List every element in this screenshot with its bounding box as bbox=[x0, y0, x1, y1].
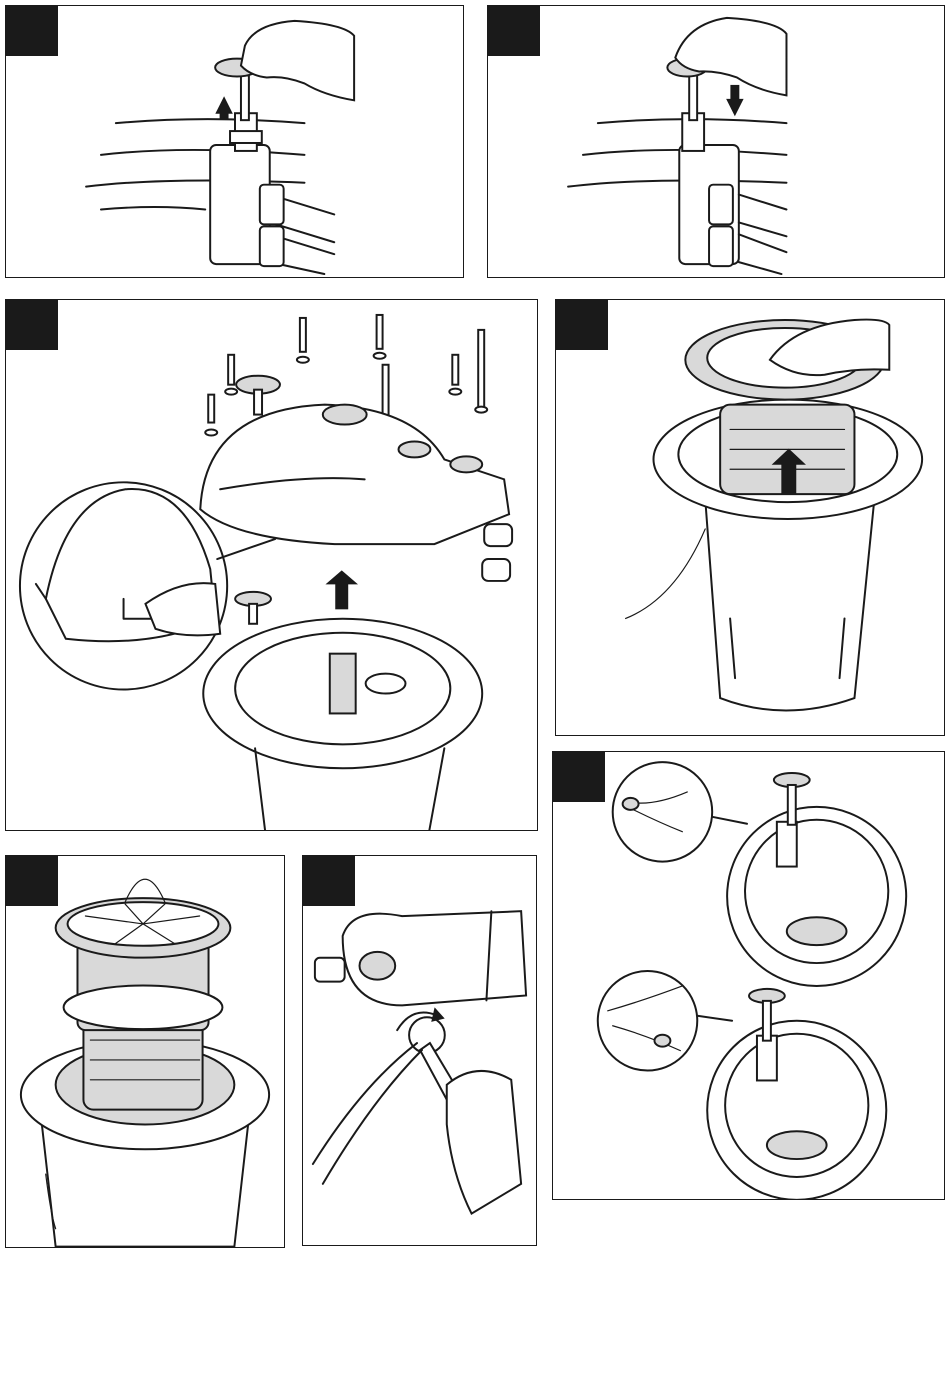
hose-icon bbox=[260, 185, 334, 274]
step-number-badge bbox=[303, 856, 355, 906]
filter-ring-icon bbox=[727, 773, 906, 986]
step-panel-lid-removal bbox=[5, 299, 538, 831]
step-panel-valve-pull-up bbox=[5, 5, 464, 278]
step-number-badge bbox=[6, 300, 58, 350]
step-panel-sensor-wire bbox=[552, 751, 945, 1200]
filter-tank-icon bbox=[203, 619, 482, 830]
step-panel-drain-plug bbox=[302, 855, 537, 1246]
cartridge-installed-illustration bbox=[6, 856, 284, 1247]
hand-icon bbox=[241, 21, 354, 100]
arrow-up-icon bbox=[327, 571, 357, 609]
valve-handle-push-down-illustration bbox=[488, 6, 944, 277]
tank-rim-icon bbox=[568, 119, 786, 187]
wire-detail-icon bbox=[613, 762, 747, 861]
step-number-badge bbox=[488, 6, 540, 56]
hand-icon bbox=[447, 1071, 521, 1214]
filter-lid-icon bbox=[200, 405, 512, 581]
hose-icon bbox=[709, 185, 786, 274]
arrow-down-icon bbox=[727, 85, 743, 115]
cartridge-lift-out-illustration bbox=[556, 300, 944, 735]
valve-handle-pull-up-illustration bbox=[6, 6, 463, 277]
step-number-badge bbox=[556, 300, 608, 350]
sensor-wire-routing-illustration bbox=[553, 752, 944, 1199]
step-number-badge bbox=[6, 856, 58, 906]
wire-detail-icon bbox=[598, 971, 732, 1070]
lid-removal-exploded-illustration bbox=[6, 300, 537, 830]
filter-ring-icon bbox=[707, 989, 886, 1199]
step-panel-cartridge-lift bbox=[555, 299, 945, 736]
step-number-badge bbox=[553, 752, 605, 802]
step-panel-valve-push-down bbox=[487, 5, 945, 278]
step-panel-cartridge-installed bbox=[5, 855, 285, 1248]
step-number-badge bbox=[6, 6, 58, 56]
arrow-up-icon bbox=[216, 97, 232, 118]
drain-plug-wrench-illustration bbox=[303, 856, 536, 1245]
